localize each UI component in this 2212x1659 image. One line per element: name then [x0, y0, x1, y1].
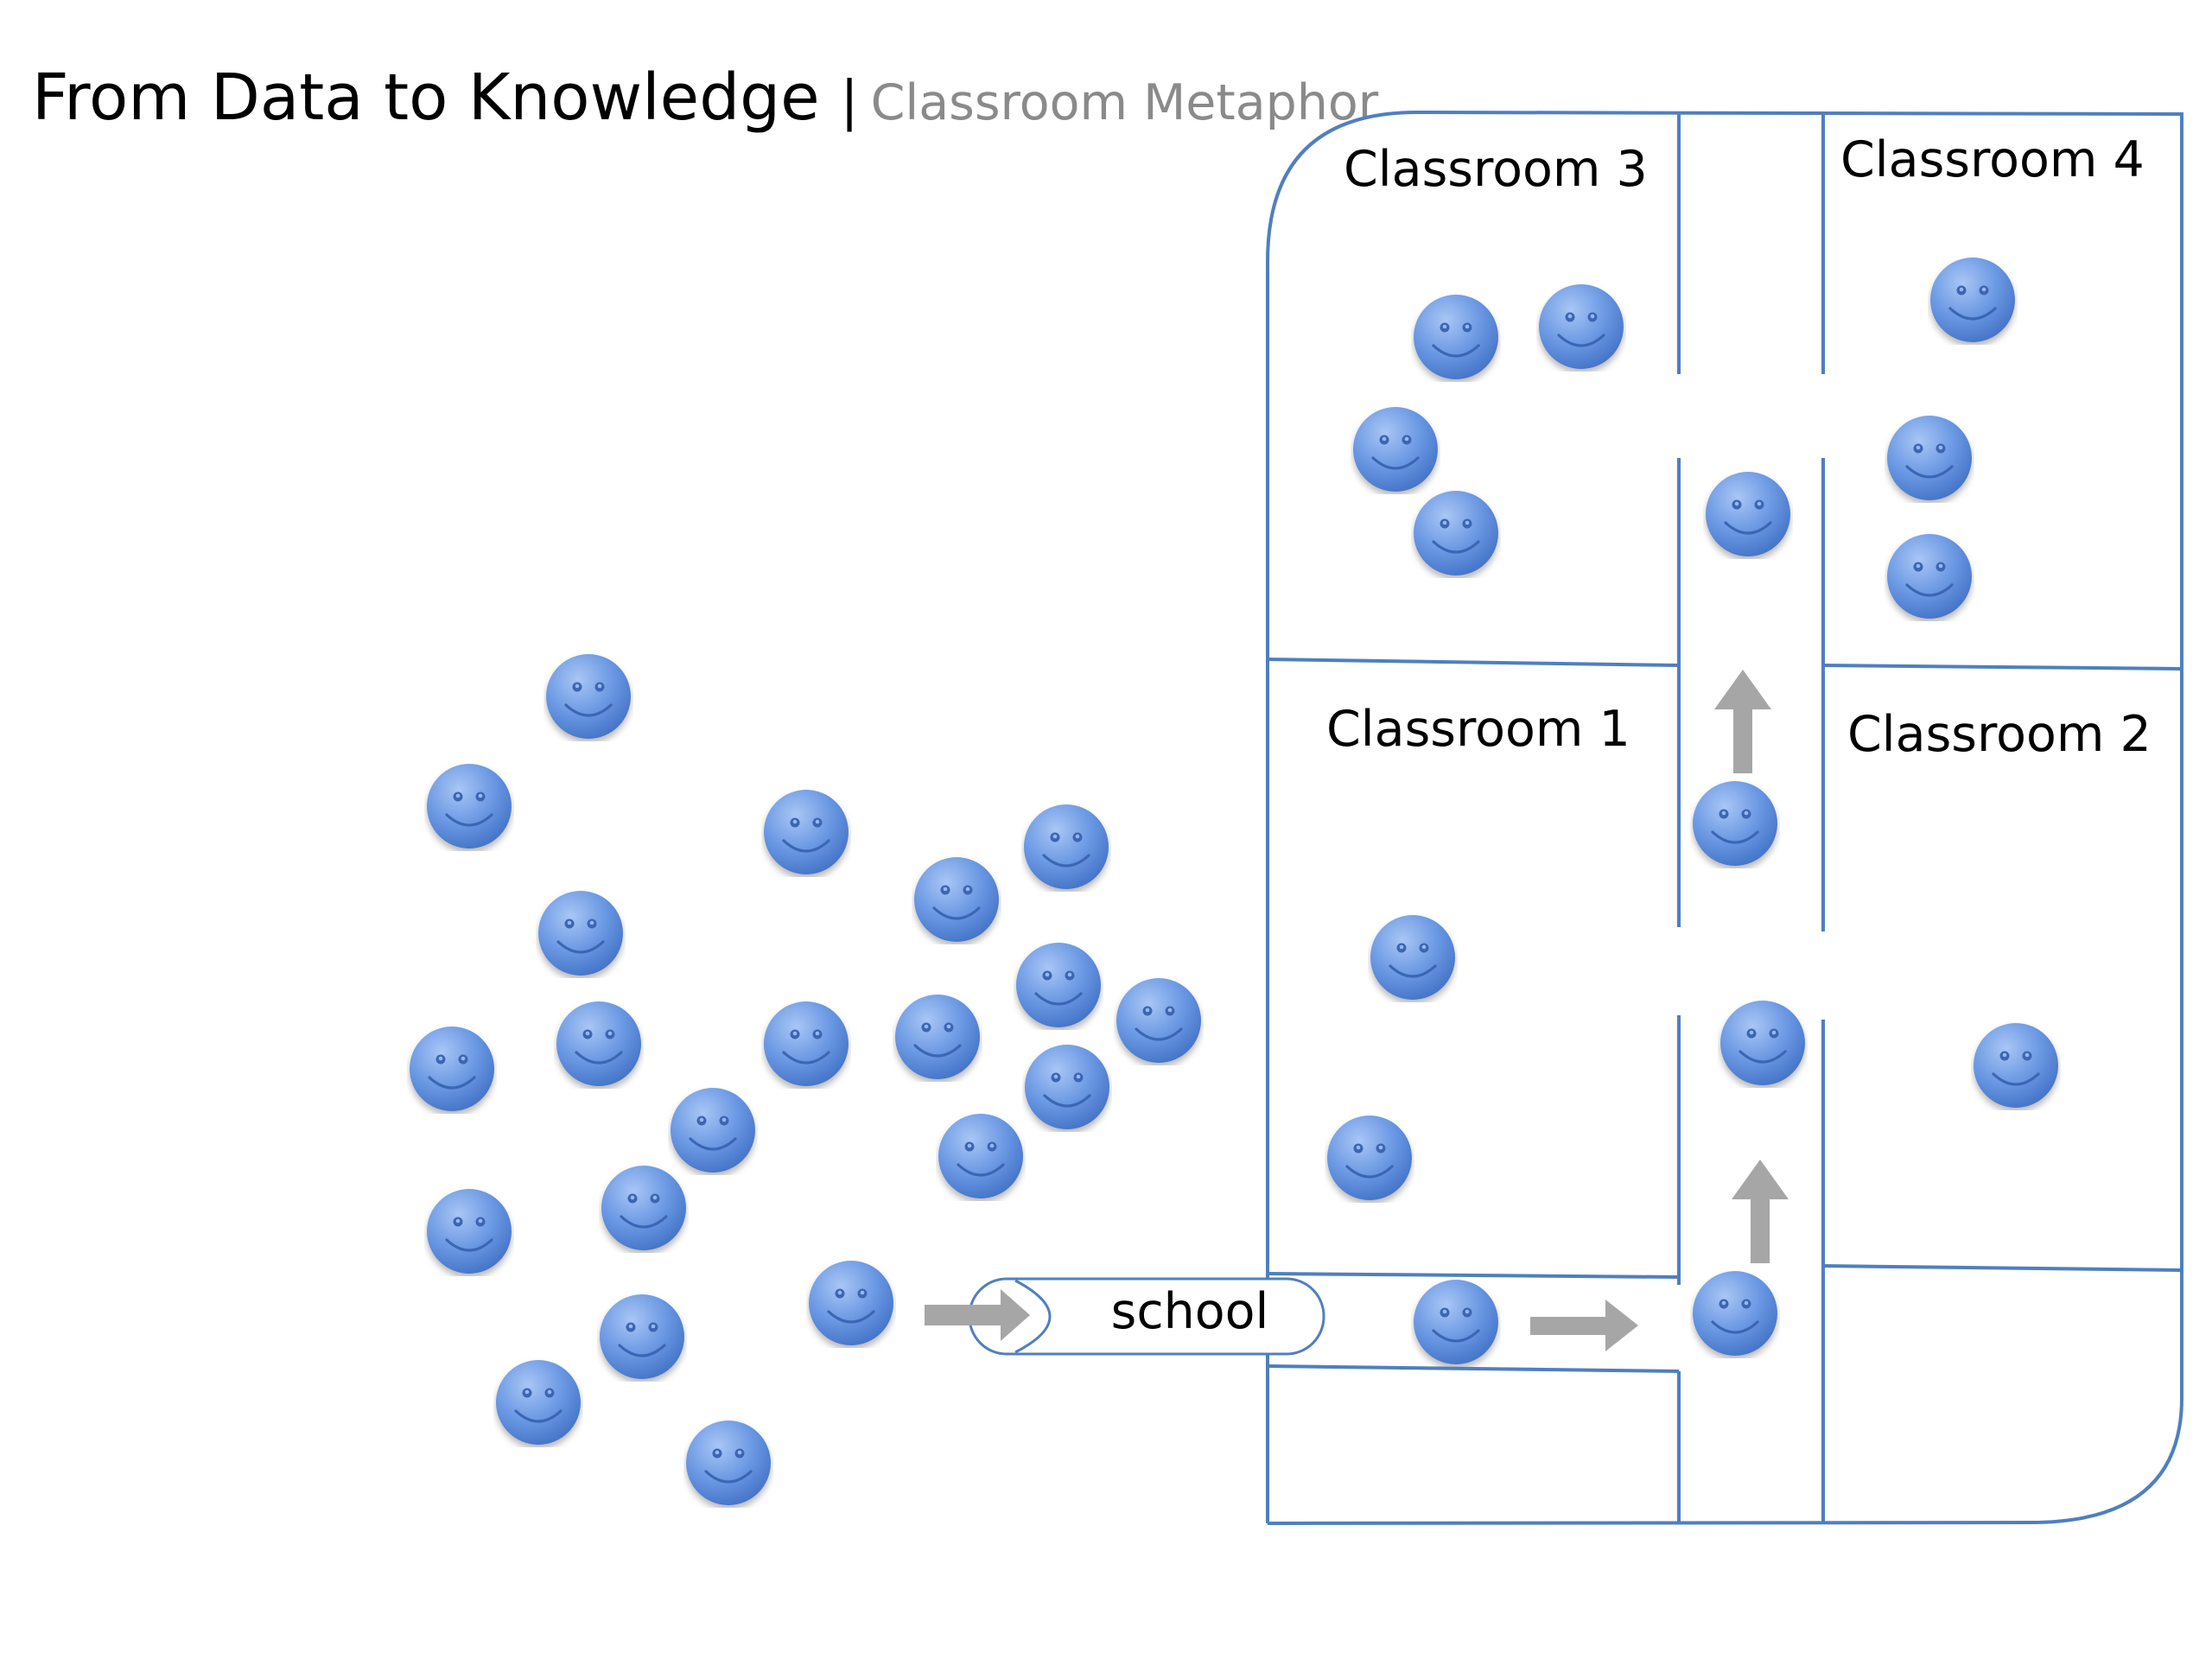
classroom-4-label: Classroom 4	[1840, 131, 2145, 188]
smiley-face-icon	[1353, 407, 1438, 492]
smiley-face-icon	[601, 1166, 686, 1250]
smiley-face-icon	[1887, 534, 1972, 619]
smiley-face-icon	[1720, 1001, 1805, 1085]
school-label: school	[1111, 1283, 1269, 1340]
page-title: From Data to Knowledge |Classroom Metapho…	[32, 60, 1378, 135]
school-entrance: school	[968, 1277, 1325, 1356]
smiley-face-icon	[546, 654, 631, 739]
smiley-face-icon	[1693, 781, 1777, 866]
smiley-face-icon	[1887, 416, 1972, 500]
title-subtitle: Classroom Metaphor	[870, 74, 1379, 131]
title-separator: |	[840, 69, 859, 132]
smiley-face-icon	[914, 857, 999, 942]
smiley-face-icon	[1693, 1271, 1777, 1356]
arrow-icon	[1714, 670, 1771, 773]
smiley-face-icon	[427, 764, 512, 849]
school-pill-inner-curve	[1014, 1279, 1052, 1354]
smiley-face-icon	[1370, 915, 1455, 1000]
smiley-face-icon	[538, 891, 623, 976]
smiley-face-icon	[496, 1360, 581, 1445]
smiley-face-icon	[671, 1088, 755, 1173]
smiley-face-icon	[1116, 978, 1201, 1063]
title-main: From Data to Knowledge	[32, 60, 820, 135]
smiley-face-icon	[686, 1421, 771, 1505]
smiley-face-icon	[1414, 295, 1498, 379]
smiley-face-icon	[1024, 804, 1109, 889]
smiley-face-icon	[1414, 491, 1498, 575]
smiley-face-icon	[556, 1001, 641, 1086]
building-outline	[1266, 110, 2183, 1525]
smiley-face-icon	[895, 995, 980, 1079]
smiley-face-icon	[764, 1001, 849, 1086]
smiley-face-icon	[427, 1189, 512, 1274]
classroom-3-label: Classroom 3	[1344, 141, 1648, 198]
arrow-icon	[1732, 1160, 1789, 1263]
classroom-1-label: Classroom 1	[1326, 701, 1630, 758]
smiley-face-icon	[1016, 943, 1101, 1027]
smiley-face-icon	[1414, 1280, 1498, 1364]
smiley-face-icon	[1974, 1023, 2058, 1108]
classroom-2-label: Classroom 2	[1847, 706, 2152, 763]
smiley-face-icon	[938, 1114, 1023, 1198]
smiley-face-icon	[1539, 284, 1624, 369]
smiley-face-icon	[1930, 257, 2015, 342]
smiley-face-icon	[410, 1027, 494, 1111]
smiley-face-icon	[809, 1261, 893, 1345]
smiley-face-icon	[764, 790, 849, 874]
school-building	[1266, 110, 2183, 1525]
arrow-icon	[925, 1289, 1030, 1341]
arrow-icon	[1530, 1300, 1638, 1351]
arrows	[925, 670, 1789, 1351]
smiley-face-icon	[600, 1294, 684, 1379]
smiley-face-icon	[1327, 1116, 1412, 1200]
smiley-face-icon	[1706, 472, 1790, 556]
smiley-face-icon	[1025, 1045, 1109, 1129]
